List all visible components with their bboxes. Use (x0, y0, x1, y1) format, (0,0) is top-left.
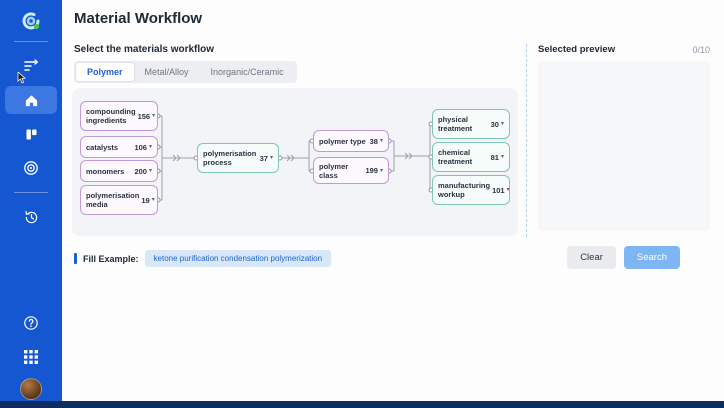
node-count: 199 (365, 166, 378, 175)
node-label: chemical treatment (438, 148, 473, 166)
caret-down-icon[interactable]: ▾ (148, 168, 152, 174)
caret-down-icon[interactable]: ▾ (151, 197, 155, 203)
sidebar-item-home[interactable] (5, 86, 57, 114)
preview-empty-area (538, 61, 710, 231)
node-count: 19 (141, 195, 150, 205)
home-icon (25, 94, 37, 106)
node-label: polymer class (319, 161, 349, 180)
sidebar-item-boards[interactable] (5, 120, 57, 148)
tab-metal-alloy[interactable]: Metal/Alloy (144, 67, 189, 77)
page-title: Material Workflow (74, 10, 203, 27)
node-label: polymerisation process (203, 149, 257, 167)
node-polymer-class[interactable]: polymer class 199▾ (313, 157, 389, 184)
selected-preview-panel: Selected preview 0/10 (538, 44, 710, 231)
caret-down-icon[interactable]: ▾ (269, 155, 273, 161)
node-label: polymerisation media (86, 191, 140, 209)
filter-sort-icon (24, 59, 39, 71)
radar-target-icon (24, 161, 38, 175)
history-clock-icon (24, 210, 37, 223)
sidebar-divider (14, 41, 48, 42)
material-tabs: Polymer Metal/Alloy Inorganic/Ceramic (74, 61, 297, 83)
node-count: 30 (490, 119, 499, 129)
workflow-canvas: compounding ingredients 156▾ catalysts 1… (72, 88, 518, 236)
action-buttons: Clear Search (567, 246, 680, 269)
node-count: 106 (134, 142, 147, 152)
node-count: 37 (259, 153, 268, 163)
node-count: 38 (369, 136, 378, 146)
node-monomers[interactable]: monomers 200▾ (80, 160, 158, 182)
help-icon (24, 316, 38, 330)
search-button[interactable]: Search (623, 246, 680, 269)
sidebar-item-workflow-filter[interactable] (5, 52, 57, 84)
app-logo-icon[interactable] (18, 8, 44, 34)
sidebar-divider (14, 192, 48, 193)
node-label: monomers (86, 166, 125, 176)
node-physical-treatment[interactable]: physical treatment 30▾ (432, 109, 510, 139)
panel-divider (526, 44, 527, 237)
preview-counter: 0/10 (692, 44, 710, 55)
fill-example-tag[interactable]: ketone purification condensation polymer… (144, 250, 332, 267)
sidebar-item-apps[interactable] (5, 343, 57, 371)
caret-down-icon[interactable]: ▾ (500, 121, 504, 127)
tab-inorganic-ceramic[interactable]: Inorganic/Ceramic (210, 67, 284, 77)
node-label: manufacturing workup (438, 181, 491, 199)
window-bottom-edge (0, 401, 724, 408)
caret-down-icon[interactable]: ▾ (500, 154, 504, 160)
user-avatar[interactable] (20, 378, 42, 400)
caret-down-icon[interactable]: ▾ (506, 187, 510, 193)
clear-button[interactable]: Clear (567, 246, 616, 269)
caret-down-icon[interactable]: ▾ (379, 138, 383, 144)
fill-example-row: Fill Example: ketone purification conden… (74, 250, 332, 267)
caret-down-icon[interactable]: ▾ (148, 144, 152, 150)
tab-polymer[interactable]: Polymer (76, 63, 134, 81)
sidebar-item-history[interactable] (5, 203, 57, 231)
accent-bar (74, 253, 77, 264)
node-label: catalysts (86, 142, 119, 152)
node-count: 101 (492, 185, 505, 195)
node-chemical-treatment[interactable]: chemical treatment 81▾ (432, 142, 510, 172)
node-count: 81 (490, 152, 499, 162)
node-polymer-type[interactable]: polymer type 38▾ (313, 130, 389, 152)
preview-title: Selected preview (538, 44, 616, 55)
node-polymerisation-process[interactable]: polymerisation process 37▾ (197, 143, 279, 173)
caret-down-icon[interactable]: ▾ (152, 113, 156, 119)
apps-grid-icon (24, 350, 38, 364)
node-polymerisation-media[interactable]: polymerisation media 19▾ (80, 185, 158, 215)
node-label: polymer type (319, 136, 366, 146)
node-count: 156 (137, 111, 151, 121)
caret-down-icon[interactable]: ▾ (379, 167, 383, 174)
node-label: compounding ingredients (86, 107, 136, 125)
sidebar (0, 0, 62, 408)
node-compounding-ingredients[interactable]: compounding ingredients 156▾ (80, 101, 158, 131)
kanban-board-icon (26, 129, 36, 139)
node-catalysts[interactable]: catalysts 106▾ (80, 136, 158, 158)
node-label: physical treatment (438, 115, 473, 133)
mouse-cursor-icon (17, 72, 27, 84)
node-manufacturing-workup[interactable]: manufacturing workup 101▾ (432, 175, 510, 205)
fill-example-label: Fill Example: (83, 253, 139, 264)
node-count: 200 (134, 166, 147, 176)
sidebar-item-radar[interactable] (5, 154, 57, 182)
sidebar-item-help[interactable] (5, 309, 57, 337)
section-label: Select the materials workflow (74, 44, 215, 55)
